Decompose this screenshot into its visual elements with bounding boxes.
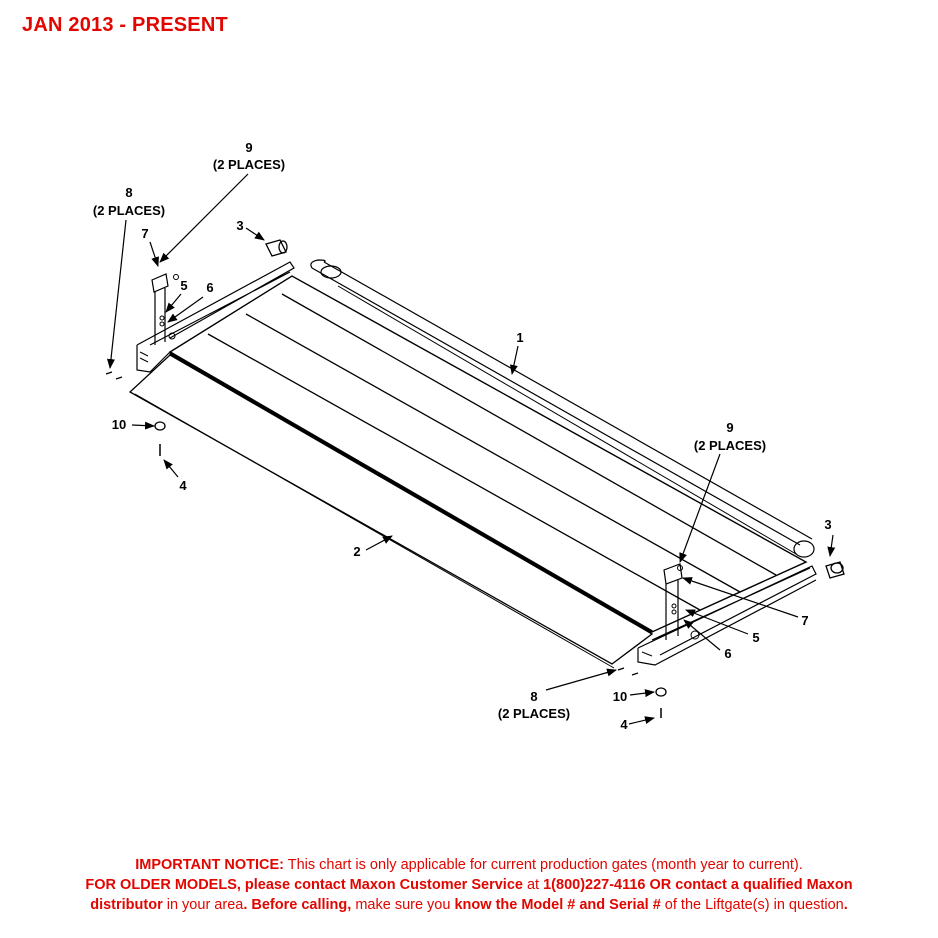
callout-8-left: 8 [125,185,132,200]
callout-10-left: 10 [112,417,126,432]
notice-text: This chart is only applicable for curren… [283,857,803,873]
deck-plank-lines [207,293,777,611]
notice-line-1: IMPORTANT NOTICE: This chart is only app… [0,855,938,875]
notice-text: at [522,877,544,893]
bracket-left [151,273,169,345]
notice-model-serial: know the Model # and Serial # [454,897,661,913]
important-notice: IMPORTANT NOTICE: This chart is only app… [0,855,938,915]
notice-older-models: FOR OLDER MODELS, please contact Maxon C… [85,877,523,893]
notice-text: make sure you [351,897,455,913]
callout-3-left: 3 [236,218,243,233]
callout-9-right-places: (2 PLACES) [694,438,766,453]
notice-distributor: distributor [90,897,163,913]
bumper-left [154,421,166,431]
roller-end-right [793,540,815,558]
callout-9-right: 9 [726,420,733,435]
notice-phone: 1(800)227-4116 OR contact a qualified Ma… [543,877,853,893]
notice-before-calling: . Before calling, [243,897,352,913]
rail-hole-left [168,332,176,340]
leader-arrows [106,173,836,725]
notice-line-2: FOR OLDER MODELS, please contact Maxon C… [0,875,938,895]
callout-7-right: 7 [801,613,808,628]
roller-end-left [320,265,342,279]
rail-hole-right [690,630,700,640]
notice-line-3: distributor in your area. Before calling… [0,895,938,915]
callout-9-left: 9 [245,140,252,155]
platform-flap [128,354,654,665]
callout-8-left-places: (2 PLACES) [93,203,165,218]
page-title: JAN 2013 - PRESENT [22,14,228,36]
notice-heading: IMPORTANT NOTICE: [135,857,284,873]
notice-period: . [843,897,848,913]
callout-2: 2 [353,544,360,559]
callout-1: 1 [516,330,523,345]
bracket-right [663,563,683,640]
callout-5-left: 5 [180,278,187,293]
flap-hinge-line [169,351,653,634]
callout-4-right: 4 [620,717,628,732]
notice-text: in your area [162,897,244,913]
screw-8-right [617,667,639,676]
callout-labels: 9 (2 PLACES) 8 (2 PLACES) 7 3 5 6 1 10 4… [93,140,832,732]
notice-text: of the Liftgate(s) in question [660,897,844,913]
callout-7-left: 7 [141,226,148,241]
platform-assembly [105,239,845,718]
roller-tube [310,259,813,546]
callout-9-left-places: (2 PLACES) [213,157,285,172]
callout-10-right: 10 [613,689,627,704]
callout-8-right: 8 [530,689,537,704]
callout-8-right-places: (2 PLACES) [498,706,570,721]
callout-6-left: 6 [206,280,213,295]
callout-6-right: 6 [724,646,731,661]
screw-8-left [105,371,123,380]
callout-4-left: 4 [179,478,187,493]
callout-3-right: 3 [824,517,831,532]
callout-5-right: 5 [752,630,759,645]
bumper-right [655,687,667,697]
